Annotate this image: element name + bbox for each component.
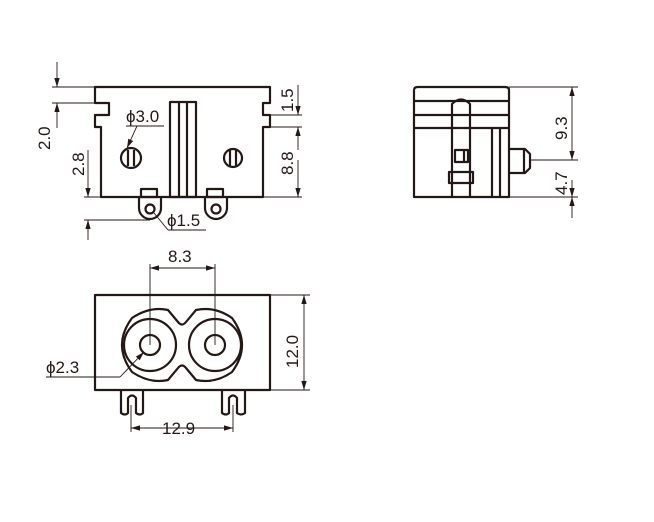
label-pin-dia: ϕ2.3 xyxy=(46,358,79,377)
dim-9-3: 9.3 xyxy=(552,116,571,140)
left-pins xyxy=(119,390,145,416)
center-rib xyxy=(168,100,198,199)
bottom-outline xyxy=(93,293,272,392)
bottom-view: 8.3 12.0 12.9 ϕ2.3 xyxy=(46,247,310,438)
right-pins xyxy=(220,390,247,416)
dim-1-5: 1.5 xyxy=(278,88,297,112)
side-view: 9.3 4.7 xyxy=(412,85,578,218)
dim-12-9: 12.9 xyxy=(162,419,195,438)
dim-8-8: 8.8 xyxy=(278,151,297,175)
left-lug xyxy=(137,187,163,221)
dim-2-8: 2.8 xyxy=(69,152,88,176)
side-pin xyxy=(450,98,472,197)
left-hole-icon xyxy=(119,146,143,170)
dim-4-7: 4.7 xyxy=(552,171,571,195)
side-protrusion xyxy=(509,147,532,175)
right-hole-icon xyxy=(222,147,244,169)
dim-12-0: 12.0 xyxy=(283,335,302,368)
dim-8-3: 8.3 xyxy=(168,247,192,266)
label-hole-dia: ϕ3.0 xyxy=(126,107,159,126)
right-lug xyxy=(203,187,229,221)
dim-2-0: 2.0 xyxy=(35,126,54,150)
label-lug-hole-dia: ϕ1.5 xyxy=(167,211,200,230)
front-outline xyxy=(93,85,272,199)
figure-eight-socket xyxy=(120,307,244,383)
side-outline xyxy=(412,85,511,199)
front-view: 2.0 2.8 1.5 8.8 ϕ3.0 ϕ1.5 xyxy=(35,62,302,240)
